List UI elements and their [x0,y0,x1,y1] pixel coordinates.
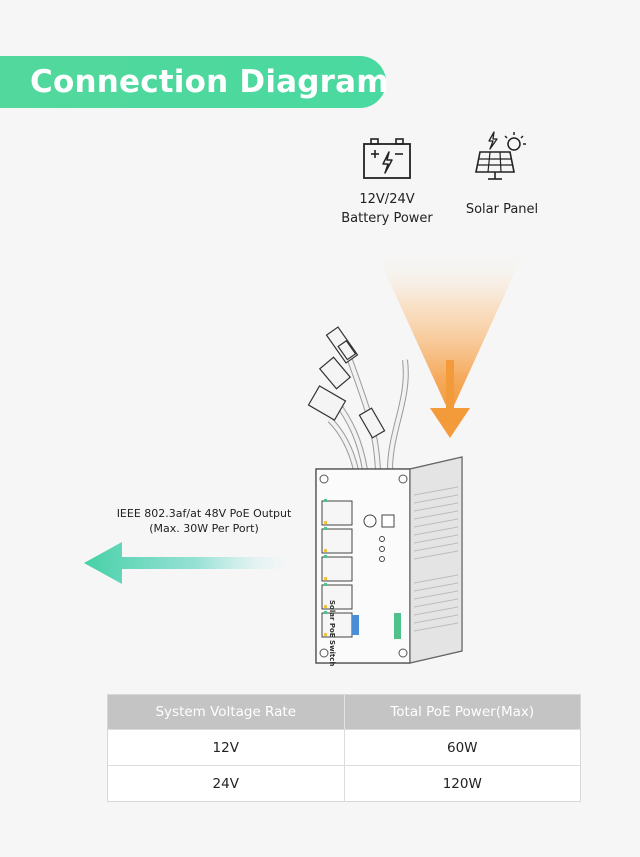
table-header-power: Total PoE Power(Max) [343,695,581,729]
poe-output-arrow [84,542,290,584]
table-header-voltage: System Voltage Rate [155,704,297,720]
solar-panel-text: Solar Panel [465,202,539,217]
title-banner: Connection Diagram [0,56,389,108]
table-cell-voltage: 12V [212,739,239,756]
battery-voltage-text: 12V/24V [359,192,415,207]
table-cell-power: 60W [343,730,581,765]
table-cell-power: 120W [343,766,581,801]
battery-power-text: Battery Power [341,211,433,226]
poe-output-label: IEEE 802.3af/at 48V PoE Output (Max. 30W… [110,506,298,536]
solar-panel-icon [474,128,530,182]
solar-panel-label: Solar Panel [452,200,552,219]
table-cell-voltage: 24V [212,775,239,792]
poe-output-max: (Max. 30W Per Port) [149,522,259,535]
poe-switch-device [315,456,463,664]
battery-icon [362,138,412,180]
poe-output-standard: IEEE 802.3af/at 48V PoE Output [116,507,292,520]
page-title: Connection Diagram [30,64,389,100]
power-table: System Voltage Rate Total PoE Power(Max)… [107,694,581,802]
table-row: 24V 120W [108,765,580,801]
power-input-arrow [375,250,525,438]
battery-power-label: 12V/24V Battery Power [332,190,442,228]
device-name-label: Solar PoE Switch [328,600,336,667]
power-cables [307,326,409,471]
table-row: 12V 60W [108,729,580,765]
table-header-row: System Voltage Rate Total PoE Power(Max) [108,695,580,729]
